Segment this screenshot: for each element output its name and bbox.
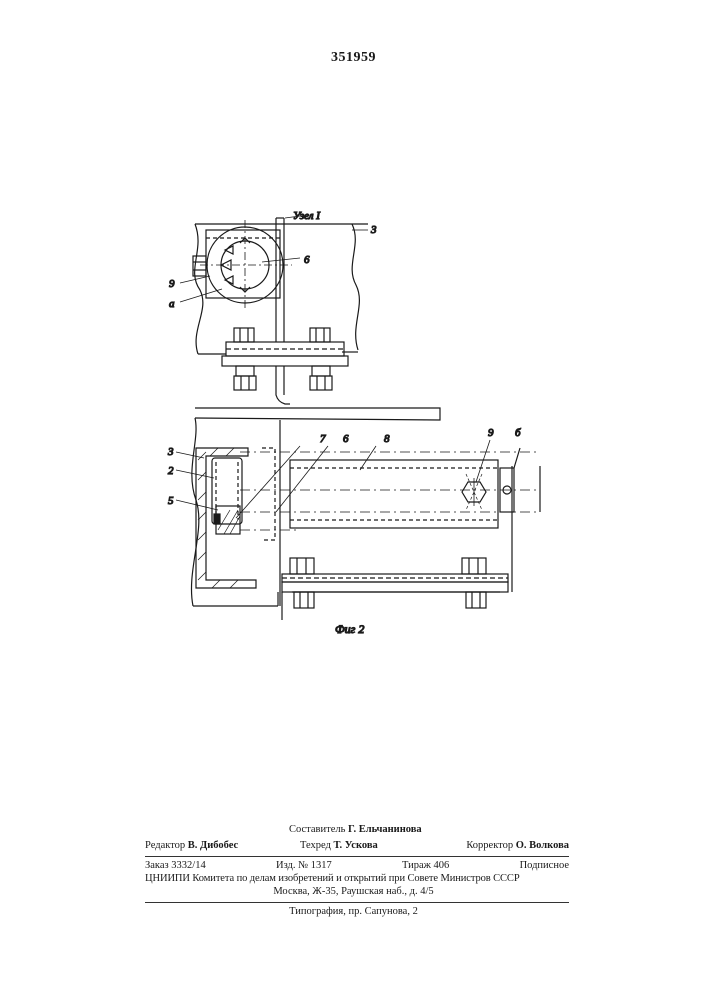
techred-name: Т. Ускова <box>334 840 378 851</box>
label-3-side: 3 <box>167 446 174 458</box>
subscription: Подписное <box>520 860 569 871</box>
circulation: Тираж 406 <box>402 860 449 871</box>
techred-line: Техред Т. Ускова <box>300 840 378 851</box>
corrector-line: Корректор О. Волкова <box>466 840 569 851</box>
label-6-side: 6 <box>343 433 349 445</box>
label-5-side: 5 <box>168 495 174 507</box>
editor-label: Редактор <box>145 840 185 851</box>
editor-name: В. Дибобес <box>188 840 238 851</box>
label-9-top: 9 <box>169 278 175 290</box>
editor-line: Редактор В. Дибобес <box>145 840 238 851</box>
node-view <box>180 216 368 404</box>
compiler-label: Составитель <box>289 824 345 835</box>
footer-rule-bottom <box>145 902 569 903</box>
techred-label: Техред <box>300 840 331 851</box>
side-view <box>176 408 540 620</box>
corrector-label: Корректор <box>466 840 513 851</box>
label-9-side: 9 <box>488 427 494 439</box>
footer-rule-top <box>145 856 569 857</box>
figure-caption: Фиг 2 <box>335 622 364 636</box>
compiler-line: Составитель Г. Ельчанинова <box>289 824 422 835</box>
node-label: Узел I <box>293 210 321 222</box>
address-line: Москва, Ж-35, Раушская наб., д. 4/5 <box>0 886 707 897</box>
label-3-top: 3 <box>370 224 377 236</box>
edition-number: Изд. № 1317 <box>276 860 332 871</box>
org-line: ЦНИИПИ Комитета по делам изобретений и о… <box>145 873 569 884</box>
label-b-side: б <box>515 427 521 439</box>
label-2-side: 2 <box>168 465 174 477</box>
label-7-side: 7 <box>320 433 326 445</box>
label-6-top: 6 <box>304 254 310 266</box>
label-a-top: а <box>169 298 175 310</box>
label-8-side: 8 <box>384 433 390 445</box>
order-number: Заказ 3332/14 <box>145 860 206 871</box>
compiler-name: Г. Ельчанинова <box>348 824 422 835</box>
corrector-name: О. Волкова <box>516 840 569 851</box>
printer-line: Типография, пр. Сапунова, 2 <box>0 906 707 917</box>
technical-drawing: Узел I 3 6 9 а <box>0 0 707 660</box>
